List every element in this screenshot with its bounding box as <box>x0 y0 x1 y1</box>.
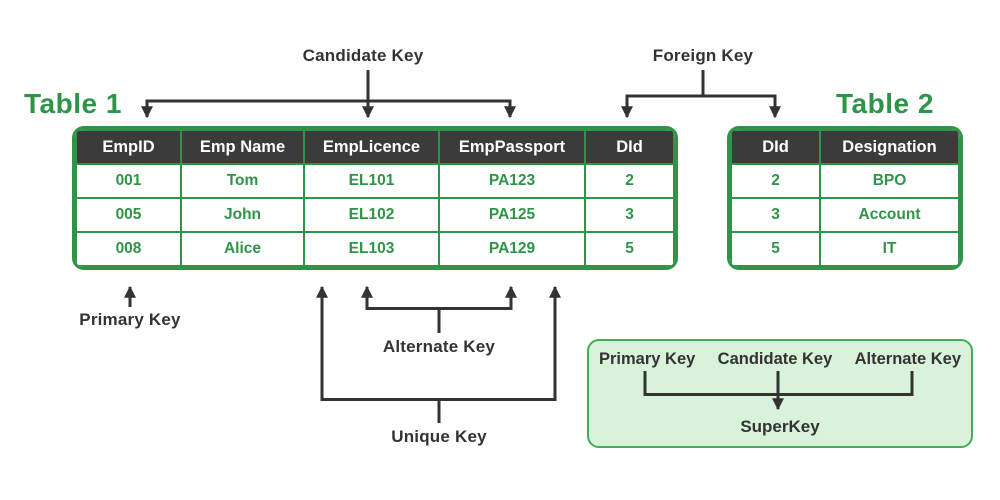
table-cell: 5 <box>730 231 821 267</box>
table-cell: EL102 <box>303 197 440 233</box>
foreign-key-label: Foreign Key <box>652 46 754 65</box>
table-cell: IT <box>819 231 960 267</box>
header-cell: EmpPassport <box>438 129 586 165</box>
candidate-key-label: Candidate Key <box>302 46 424 65</box>
table-cell: EL101 <box>303 163 440 199</box>
table-cell: 5 <box>584 231 675 267</box>
table-cell: 005 <box>75 197 182 233</box>
table-cell: Tom <box>180 163 305 199</box>
superkey-legend: Primary Key Candidate Key Alternate Key … <box>587 339 973 448</box>
header-cell: Designation <box>819 129 960 165</box>
unique-key-label: Unique Key <box>391 427 487 446</box>
table-cell: 3 <box>730 197 821 233</box>
table-cell: Account <box>819 197 960 233</box>
table-cell: 2 <box>584 163 675 199</box>
header-cell: EmpID <box>75 129 182 165</box>
table-cell: PA123 <box>438 163 586 199</box>
header-cell: DId <box>584 129 675 165</box>
primary-key-label: Primary Key <box>79 310 181 329</box>
table-cell: BPO <box>819 163 960 199</box>
table-cell: PA125 <box>438 197 586 233</box>
table2-title: Table 2 <box>836 88 934 119</box>
alternate-key-label: Alternate Key <box>382 337 496 356</box>
table-cell: 2 <box>730 163 821 199</box>
foreign-key-connector <box>621 70 781 119</box>
candidate-key-connector <box>141 70 516 119</box>
table-cell: Alice <box>180 231 305 267</box>
table-cell: 008 <box>75 231 182 267</box>
table-cell: PA129 <box>438 231 586 267</box>
legend-item-alternate-key: Alternate Key <box>854 350 961 368</box>
table-cell: 3 <box>584 197 675 233</box>
table-cell: 001 <box>75 163 182 199</box>
header-cell: Emp Name <box>180 129 305 165</box>
header-cell: DId <box>730 129 821 165</box>
legend-items-row: Primary Key Candidate Key Alternate Key <box>589 341 971 369</box>
legend-item-candidate-key: Candidate Key <box>717 350 833 368</box>
alternate-key-connector <box>361 285 517 333</box>
legend-item-primary-key: Primary Key <box>599 350 696 368</box>
table-cell: John <box>180 197 305 233</box>
superkey-label: SuperKey <box>740 417 820 436</box>
table-cell: EL103 <box>303 231 440 267</box>
table1-title: Table 1 <box>24 88 122 119</box>
header-cell: EmpLicence <box>303 129 440 165</box>
